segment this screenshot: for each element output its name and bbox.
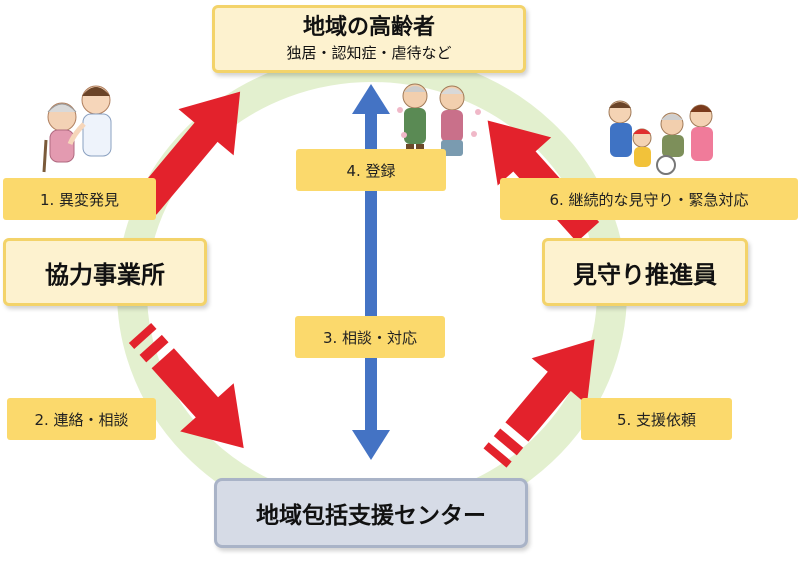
elderly-residents-title: 地域の高齢者 xyxy=(302,15,435,40)
elderly-residents-node: 地域の高齢者 独居・認知症・虐待など xyxy=(212,5,526,73)
monitoring-promoter-node: 見守り推進員 xyxy=(542,238,748,306)
monitoring-promoter-title: 見守り推進員 xyxy=(573,260,717,289)
step-3-label: 3. 相談・対応 xyxy=(295,316,445,358)
elderly-residents-subtitle: 独居・認知症・虐待など xyxy=(286,44,452,62)
cooperating-business-title: 協力事業所 xyxy=(45,260,165,289)
caregiver-with-elderly-illustration xyxy=(42,85,112,173)
community-support-center-title: 地域包括支援センター xyxy=(256,503,486,529)
arrow-5-request xyxy=(483,339,595,468)
arrow-1-detection xyxy=(133,91,241,215)
arrow-vertical-registration xyxy=(352,84,390,460)
arrow-2-contact xyxy=(128,322,244,449)
step-1-label: 1. 異変発見 xyxy=(3,178,156,220)
step-2-label: 2. 連絡・相談 xyxy=(7,398,156,440)
step-6-label: 6. 継続的な見守り・緊急対応 xyxy=(500,178,798,220)
step-4-label: 4. 登録 xyxy=(296,149,446,191)
community-support-center-node: 地域包括支援センター xyxy=(214,478,528,548)
step-5-label: 5. 支援依頼 xyxy=(581,398,732,440)
cooperating-business-node: 協力事業所 xyxy=(3,238,207,306)
family-illustration xyxy=(608,100,713,175)
